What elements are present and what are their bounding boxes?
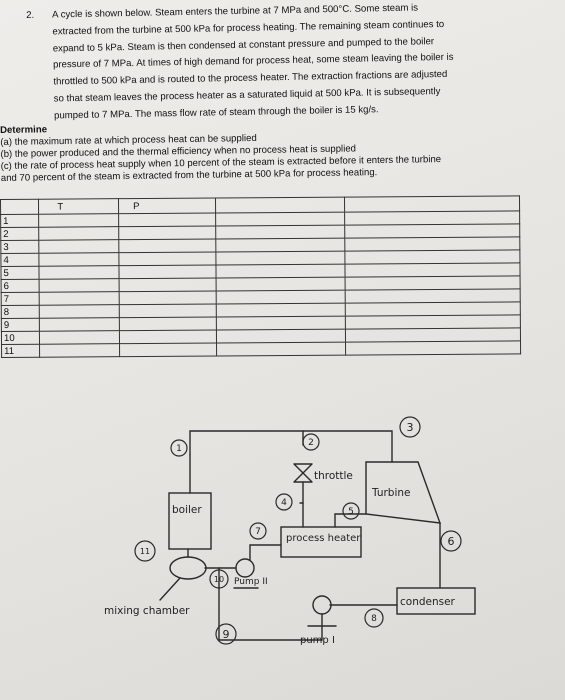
- state-8-circle: [364, 608, 384, 628]
- process-heater-label: process heater: [286, 533, 361, 544]
- mixing-arrow: [159, 577, 181, 601]
- turbine-label: Turbine: [371, 487, 411, 499]
- boiler-label: boiler: [172, 504, 202, 516]
- state-4-label: 4: [281, 498, 287, 508]
- pipe-boiler-to-turbine: [189, 430, 393, 463]
- pump2-label: Pump II: [234, 577, 268, 587]
- pump1-outlet: [309, 613, 323, 641]
- state-7-label: 7: [255, 527, 261, 537]
- mixing-chamber-label: mixing chamber: [104, 605, 190, 617]
- state-8-label: 8: [371, 614, 377, 624]
- pump1-label: pump I: [300, 635, 335, 646]
- state-2-label: 2: [308, 438, 314, 448]
- pipe-heater-to-pump2: [249, 544, 282, 561]
- state-6-label: 6: [448, 535, 455, 548]
- state-2-circle: [302, 433, 320, 451]
- condenser-label: condenser: [400, 596, 456, 608]
- mixing-chamber-shape: [169, 556, 207, 580]
- condenser-box: [396, 587, 476, 615]
- pump2-circle: [235, 558, 255, 578]
- throttle-valve-icon: [293, 463, 313, 483]
- state-1-label: 1: [176, 444, 182, 454]
- state-5-label: 5: [348, 507, 354, 517]
- pipe-turbine-extraction: [334, 513, 367, 528]
- state-3-label: 3: [407, 421, 414, 434]
- process-heater-box: [280, 526, 362, 558]
- pipe-pump1-to-mixer: [218, 567, 311, 641]
- throttle-label: throttle: [314, 470, 353, 482]
- state-7-circle: [249, 522, 267, 540]
- state-9-circle: [215, 623, 237, 645]
- pump1-circle: [312, 595, 332, 615]
- state-6-circle: [440, 530, 462, 552]
- state-4-circle: [275, 493, 293, 511]
- state-9-label: 9: [223, 628, 230, 641]
- process-heater-text: process heater: [286, 533, 361, 544]
- state-10-circle: [209, 569, 229, 589]
- state-11-label: 11: [140, 547, 150, 556]
- state-1-circle: [170, 439, 188, 457]
- state-5-circle: [342, 502, 360, 520]
- state-11-circle: [134, 540, 156, 562]
- state-10-label: 10: [214, 575, 224, 584]
- state-3-circle: [399, 416, 421, 438]
- boiler-box: [168, 492, 212, 550]
